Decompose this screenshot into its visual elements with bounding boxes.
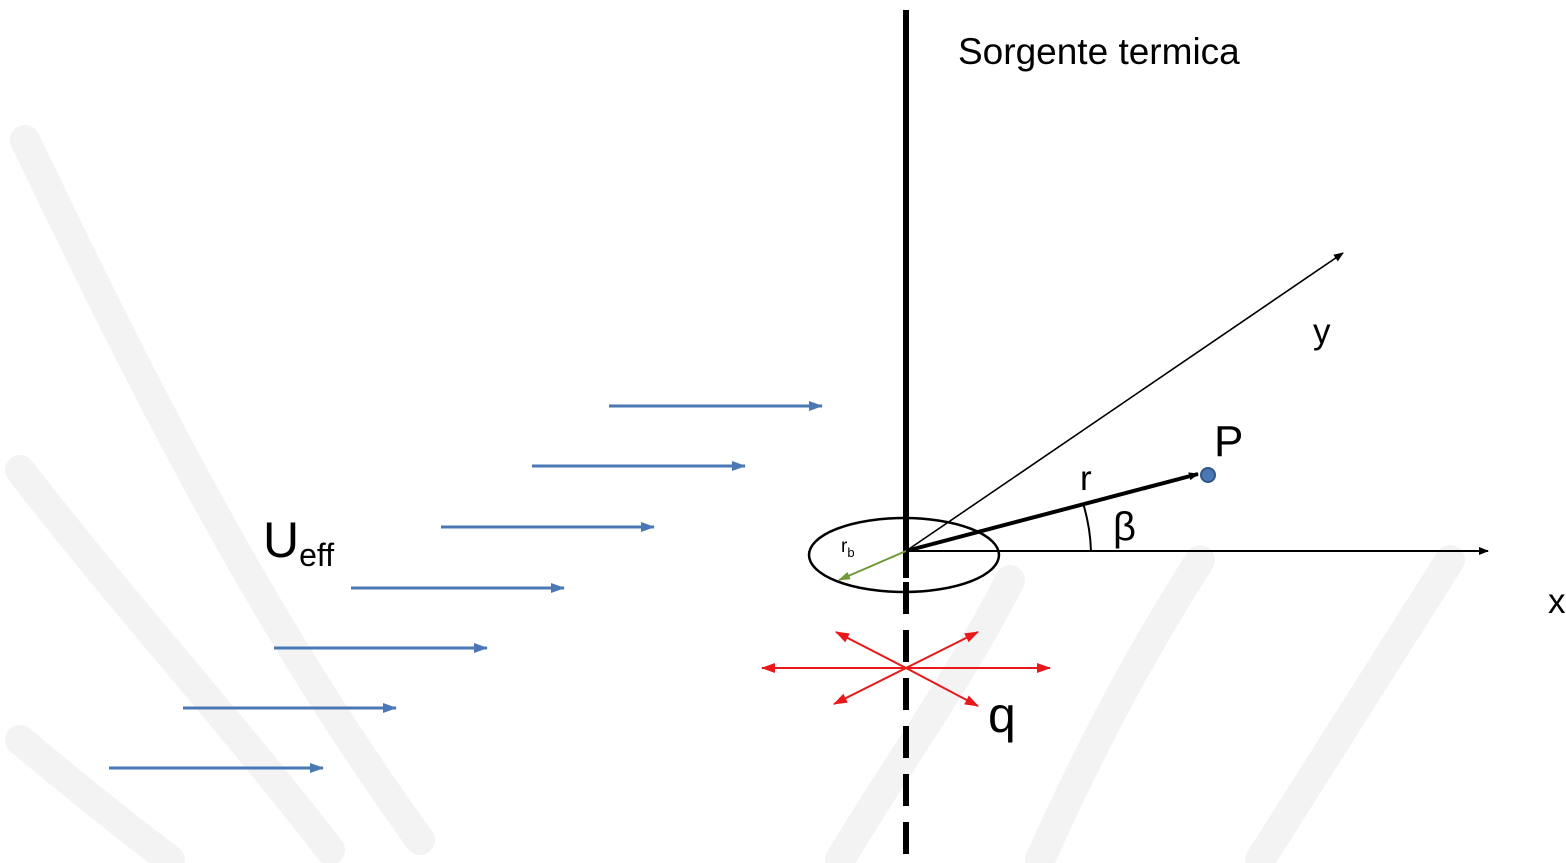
- velocity-label-subscript: eff: [299, 537, 334, 573]
- heat-flux-arrows: [761, 631, 1051, 707]
- point-p-marker: [1200, 467, 1216, 483]
- x-axis-label: x: [1548, 582, 1566, 621]
- borehole-radius-label: rb: [841, 536, 855, 560]
- heat-arrow-up-left: [835, 631, 907, 669]
- watermark-tube-2: [1025, 545, 1215, 863]
- angle-arc: [1082, 502, 1092, 552]
- heat-label: q: [988, 687, 1016, 743]
- point-label: P: [1214, 417, 1243, 466]
- angle-label: β: [1113, 505, 1136, 549]
- source-label: Sorgente termica: [958, 31, 1240, 72]
- y-axis-label: y: [1313, 312, 1331, 351]
- watermark-tube-1: [825, 565, 1025, 863]
- watermark-arc-1: [10, 125, 435, 855]
- borehole-radius-arrow: [838, 550, 907, 581]
- radius-vector-arrow: [905, 472, 1199, 553]
- velocity-label-main: U: [263, 512, 299, 568]
- background-watermark: [5, 125, 1465, 863]
- watermark-arc-3: [5, 725, 185, 863]
- velocity-label: Ueff: [263, 512, 334, 573]
- radius-label: r: [1080, 459, 1092, 498]
- borehole-radius-label-main: r: [841, 536, 848, 557]
- heat-arrow-down-right: [905, 667, 979, 707]
- y-axis-arrow: [905, 252, 1344, 552]
- watermark-tube-3: [1245, 545, 1465, 863]
- flow-arrows: [109, 401, 823, 773]
- borehole-ellipse: [807, 516, 1001, 594]
- borehole-radius-label-subscript: b: [847, 545, 854, 560]
- heat-arrow-up-right: [905, 631, 979, 669]
- watermark-arc-2: [5, 455, 345, 863]
- heat-arrow-down-left: [833, 667, 907, 705]
